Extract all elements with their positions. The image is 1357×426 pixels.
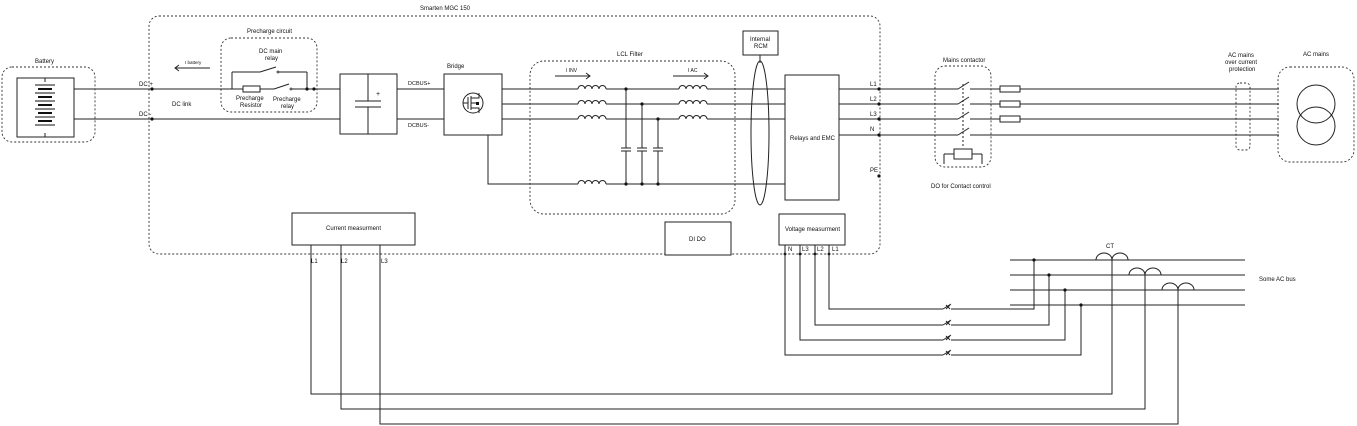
mains-contactor-title: Mains contactor (943, 58, 985, 64)
vm-l1-label: L1 (832, 247, 839, 253)
dc-plus-label: DC + (139, 82, 153, 88)
bridge-title: Bridge (447, 64, 465, 70)
transformer-icon (1293, 80, 1343, 150)
vm-l3-label: L3 (802, 247, 809, 253)
mains-contactor-enclosure (934, 65, 992, 168)
current-measurement-label: Current measurment (326, 226, 381, 232)
lcl-phase-wires (487, 88, 785, 185)
precharge-relay-label-1: Precharge (273, 97, 301, 103)
ac-protection-label-1: AC mains (1228, 53, 1254, 59)
some-ac-bus (1010, 258, 1245, 307)
terminal-l3-label: L3 (870, 112, 877, 118)
vm-n-label: N (788, 247, 792, 253)
precharge-resistor-label-2: Resistor (240, 103, 262, 109)
voltage-measurement-box (778, 213, 846, 246)
battery-enclosure (1, 66, 96, 143)
precharge-relay-label-2: relay (281, 104, 294, 110)
dc-minus-terminal (150, 117, 154, 121)
current-measurement-leads (310, 245, 1179, 425)
dc-main-relay-label-1: DC main (259, 49, 282, 55)
battery-title: Battery (35, 59, 54, 65)
internal-rcm-box (742, 30, 779, 56)
precharge-circuit-title: Precharge circuit (247, 29, 292, 35)
bridge-block (443, 73, 503, 136)
capacitor-plus-sign: + (376, 91, 380, 98)
i-ac-arrow (673, 72, 709, 80)
terminal-n-label: N (870, 127, 874, 133)
internal-rcm-label-1: Internal (750, 37, 770, 43)
lcl-inductors (577, 85, 708, 185)
fuses (999, 85, 1021, 123)
current-measurement-box (291, 212, 416, 246)
vm-l2-label: L2 (817, 247, 824, 253)
internal-rcm-label-2: RCM (754, 44, 768, 50)
lcl-filter-enclosure (529, 60, 736, 215)
voltage-measurement-leads (783, 245, 1082, 356)
do-contact-label: DO for Contact control (931, 184, 991, 190)
dc-plus-terminal (150, 87, 154, 91)
relays-emc-box (784, 74, 840, 201)
terminal-pe-label: PE (870, 168, 878, 174)
i-battery-arrow (174, 64, 210, 72)
ac-protection-label-3: protection (1229, 67, 1255, 73)
ac-protection-label-2: over current (1225, 60, 1257, 66)
precharge-network (228, 66, 340, 93)
dc-link-capacitor (339, 73, 398, 135)
current-transformers (1095, 252, 1195, 291)
system-title: Smarten MGC 150 (420, 6, 471, 12)
dc-link-label: DC link (172, 102, 192, 108)
cm-l3-label: L3 (381, 259, 388, 265)
voltage-measurement-label: Voltage measurment (785, 227, 840, 233)
di-do-label: DI DO (689, 237, 706, 243)
ac-output-wires (839, 87, 1279, 178)
dc-main-relay-label-2: relay (265, 56, 278, 62)
battery-icon (16, 77, 75, 138)
mains-contactor-switches (939, 81, 992, 164)
some-ac-bus-label: Some AC bus (1259, 277, 1296, 283)
i-inv-label: I INV (566, 68, 578, 74)
i-ac-label: I AC (688, 68, 698, 74)
precharge-resistor-label-1: Precharge (236, 96, 264, 102)
ac-mains-enclosure (1277, 66, 1355, 163)
ct-label: CT (1106, 244, 1114, 250)
lcl-filter-title: LCL Filter (617, 52, 643, 58)
i-battery-label: I battery (185, 60, 202, 65)
dcbus-plus-label: DCBUS+ (408, 81, 430, 87)
terminal-l2-label: L2 (870, 97, 877, 103)
ac-protection-enclosure (1235, 82, 1251, 151)
lcl-capacitors (621, 87, 663, 186)
dcbus-minus-label: DCBUS- (408, 123, 429, 129)
precharge-circuit-enclosure (220, 37, 318, 113)
terminal-l1-label: L1 (870, 82, 877, 88)
relays-emc-label: Relays and EMC (790, 136, 836, 142)
rcm-core (750, 60, 770, 206)
di-do-box (664, 221, 732, 256)
cm-l2-label: L2 (341, 259, 348, 265)
transistor-icon (462, 92, 484, 114)
cm-l1-label: L1 (311, 259, 318, 265)
ac-mains-title: AC mains (1303, 52, 1329, 58)
dc-minus-label: DC - (139, 112, 151, 118)
i-inv-arrow (555, 72, 591, 80)
